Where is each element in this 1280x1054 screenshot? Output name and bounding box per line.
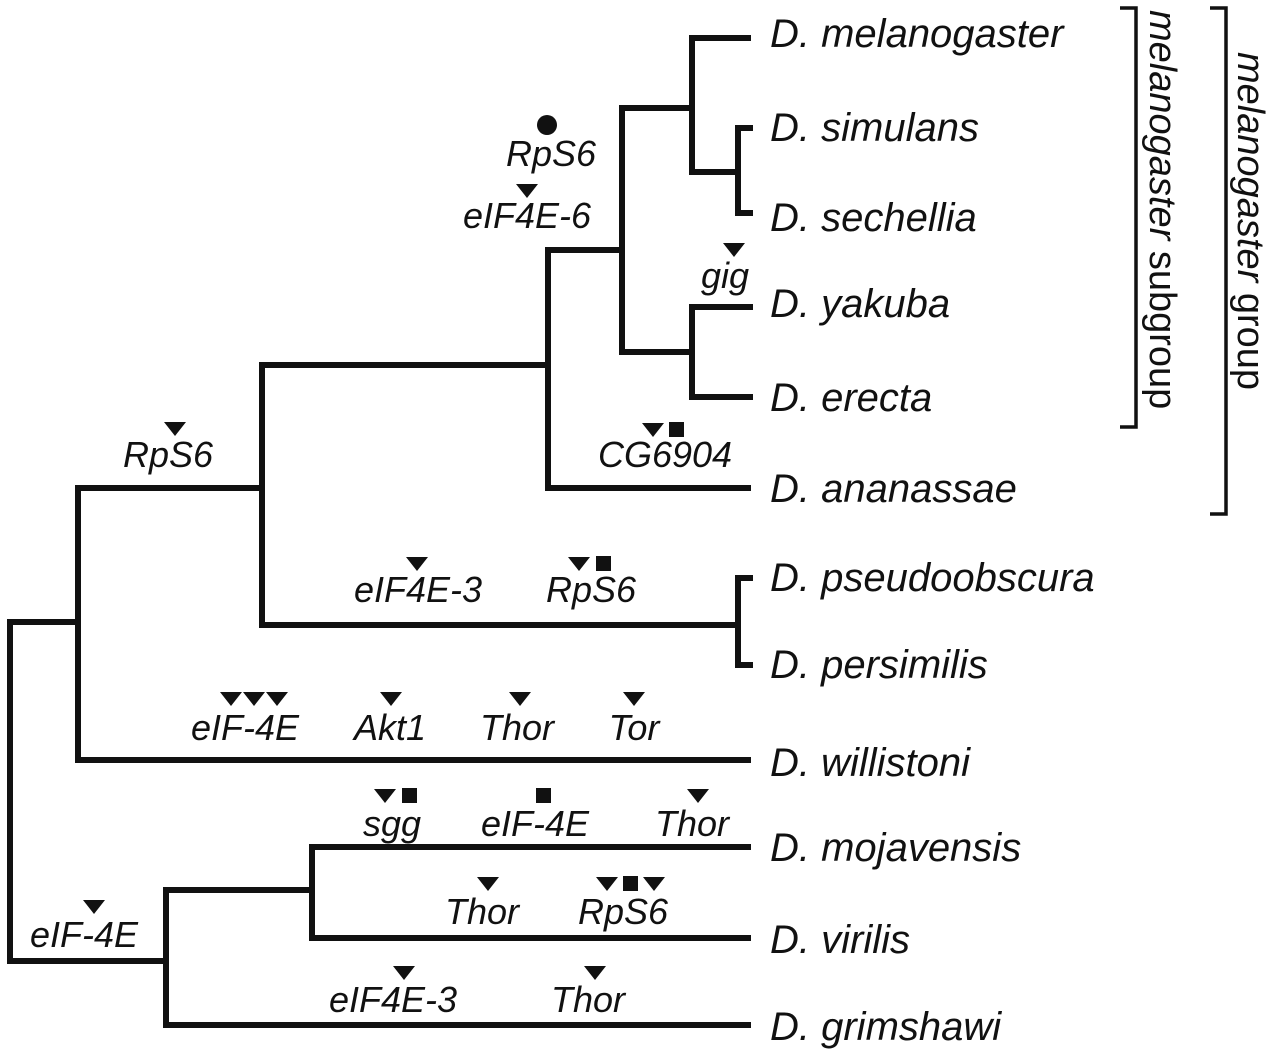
- gene-label-eif4e3-grimshawi: eIF4E-3: [329, 979, 457, 1020]
- bracket-melanogaster-group: melanogaster group: [1210, 6, 1271, 516]
- gene-label-rps6-sophophora: RpS6: [123, 434, 214, 475]
- triangle-marker-thor-willistoni: [509, 692, 531, 706]
- triangle-marker-eif4e-willistoni-2: [243, 692, 265, 706]
- gene-label-thor-grimshawi: Thor: [551, 979, 627, 1020]
- taxon-label-sechellia: D. sechellia: [770, 196, 977, 240]
- triangle-marker-tor-willistoni: [623, 692, 645, 706]
- taxon-label-virilis: D. virilis: [770, 918, 910, 962]
- triangle-marker-eif4e6-mel-subgroup: [516, 184, 538, 198]
- bracket-line-subgroup: [1120, 6, 1138, 429]
- bracket-label-group-word2: group: [1229, 293, 1271, 390]
- triangle-marker-thor-mojavensis: [687, 789, 709, 803]
- gene-labels: RpS6 eIF4E-6 gig CG6904 RpS6 eIF4E-3 RpS…: [30, 133, 749, 1020]
- bracket-melanogaster-subgroup: melanogaster subgroup: [1120, 6, 1183, 429]
- event-markers: [83, 115, 745, 980]
- bracket-label-group: melanogaster group: [1229, 52, 1271, 390]
- gene-label-rps6-mel-subgroup: RpS6: [506, 133, 597, 174]
- bracket-label-subgroup: melanogaster subgroup: [1141, 10, 1183, 409]
- square-marker-cg6904-ananassae: [669, 422, 684, 437]
- gene-label-eif4e3-obscura: eIF4E-3: [354, 569, 482, 610]
- taxon-label-yakuba: D. yakuba: [770, 282, 950, 326]
- square-marker-eif4e-mojavensis: [536, 788, 551, 803]
- tree-branches: [7, 35, 753, 1028]
- triangle-marker-sgg-mojavensis: [374, 789, 396, 803]
- triangle-marker-eif4e-willistoni-1: [220, 692, 242, 706]
- gene-label-thor-willistoni: Thor: [480, 707, 556, 748]
- square-marker-rps6-virilis: [623, 876, 638, 891]
- square-marker-sgg-mojavensis: [402, 788, 417, 803]
- triangle-marker-eif4e3-obscura: [406, 557, 428, 571]
- gene-label-sgg-mojavensis: sgg: [363, 803, 421, 844]
- taxon-label-ananassae: D. ananassae: [770, 467, 1017, 511]
- gene-label-eif4e6-mel-subgroup: eIF4E-6: [463, 195, 592, 236]
- taxon-label-melanogaster: D. melanogaster: [770, 12, 1065, 56]
- triangle-marker-gig-yakuba: [723, 243, 745, 257]
- gene-label-rps6-virilis: RpS6: [578, 891, 669, 932]
- gene-label-tor-willistoni: Tor: [609, 707, 662, 748]
- gene-label-eif4e-mojavensis: eIF-4E: [481, 803, 590, 844]
- triangle-marker-thor-grimshawi: [584, 966, 606, 980]
- triangle-marker-rps6-obscura: [568, 557, 590, 571]
- bracket-label-subgroup-word2: subgroup: [1141, 251, 1183, 409]
- gene-label-thor-virilis: Thor: [445, 891, 521, 932]
- circle-marker-rps6-mel-subgroup: [537, 115, 557, 135]
- gene-label-akt1-willistoni: Akt1: [352, 707, 426, 748]
- taxon-labels: D. melanogaster D. simulans D. sechellia…: [770, 12, 1095, 1049]
- triangle-marker-eif4e3-grimshawi: [393, 966, 415, 980]
- gene-label-cg6904-ananassae: CG6904: [598, 434, 732, 475]
- gene-label-rps6-obscura: RpS6: [546, 569, 637, 610]
- taxon-label-mojavensis: D. mojavensis: [770, 826, 1021, 870]
- triangle-marker-rps6-virilis-1: [596, 877, 618, 891]
- bracket-label-subgroup-word1: melanogaster: [1141, 10, 1183, 242]
- triangle-marker-cg6904-ananassae: [642, 423, 664, 437]
- taxon-label-simulans: D. simulans: [770, 106, 979, 150]
- gene-label-gig-yakuba: gig: [701, 255, 749, 296]
- bracket-line-group: [1210, 6, 1228, 516]
- taxon-label-pseudoobscura: D. pseudoobscura: [770, 556, 1095, 600]
- gene-label-eif4e-drosophila: eIF-4E: [30, 914, 139, 955]
- taxon-label-persimilis: D. persimilis: [770, 643, 988, 687]
- triangle-marker-eif4e-willistoni-3: [266, 692, 288, 706]
- triangle-marker-eif4e-drosophila: [83, 900, 105, 914]
- square-marker-rps6-obscura: [596, 556, 611, 571]
- gene-label-eif4e-willistoni: eIF-4E: [191, 707, 300, 748]
- triangle-marker-rps6-sophophora: [164, 422, 186, 436]
- taxon-label-erecta: D. erecta: [770, 376, 932, 420]
- gene-label-thor-mojavensis: Thor: [655, 803, 731, 844]
- bracket-label-group-word1: melanogaster: [1229, 52, 1271, 284]
- triangle-marker-akt1-willistoni: [380, 692, 402, 706]
- triangle-marker-thor-virilis: [477, 877, 499, 891]
- triangle-marker-rps6-virilis-2: [643, 877, 665, 891]
- taxon-label-willistoni: D. willistoni: [770, 741, 971, 785]
- taxon-label-grimshawi: D. grimshawi: [770, 1005, 1002, 1049]
